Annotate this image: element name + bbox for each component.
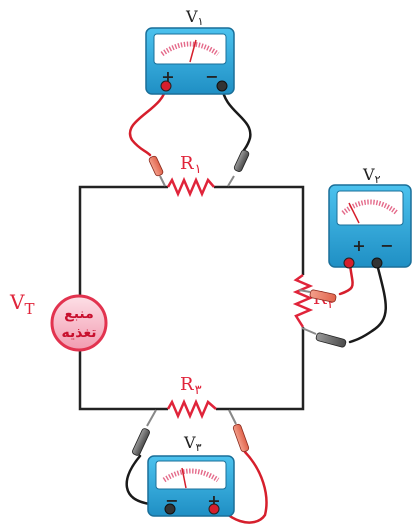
voltmeter-v3: − + [147,455,235,517]
v2-minus-sign: − [380,236,393,255]
wire-bottom-left [78,348,168,411]
v1-needle [189,39,197,63]
v2-plus-sign: + [352,236,365,255]
wire-right-bottom [216,327,305,411]
power-source: منبع تغذیه [50,294,108,352]
resistor-r1-zigzag [166,176,215,198]
v1-red-lead [128,84,168,157]
v1-meter-face [153,33,227,65]
resistor-r3-zigzag [166,398,217,420]
v2-scale-arc [341,199,399,215]
v1-black-terminal [216,80,228,92]
voltmeter-v2: + − [328,184,412,269]
v2-black-terminal [371,257,383,269]
v3-needle [181,467,187,489]
wire-top-right [214,185,305,275]
v2-label: V۲ [362,165,381,186]
resistor-r2-zigzag [292,273,314,328]
power-source-text-line2: تغذیه [62,325,97,341]
v1-scale-arc [160,41,220,57]
v3-black-probe [132,409,157,456]
v1-minus-sign: − [205,67,218,86]
v3-meter-face [155,460,227,490]
v1-red-probe [148,155,166,187]
v2-black-probe [301,327,347,348]
v3-red-probe [228,409,250,453]
v2-red-lead [338,262,354,296]
v1-black-lead [220,84,252,152]
source-voltage-label: VT [9,290,34,318]
v2-black-lead [348,262,387,344]
v1-red-terminal [160,80,172,92]
v1-label: V۱ [185,7,203,28]
power-source-text-line1: منبع [64,306,94,322]
voltmeter-v1: + − [145,27,235,95]
wire-top-left [78,185,168,298]
resistor-r3-label: R۳ [180,374,202,398]
v3-label: V۳ [183,433,202,454]
v2-red-probe [298,289,337,303]
v2-red-terminal [343,257,355,269]
v2-needle [348,202,360,224]
v1-black-probe [227,149,250,187]
circuit-wires [78,185,305,411]
power-source-circle [50,294,108,352]
resistor-r1-label: R۱ [180,153,202,177]
v3-red-terminal [208,503,220,515]
v2-meter-face [336,190,404,226]
v3-black-terminal [164,503,176,515]
